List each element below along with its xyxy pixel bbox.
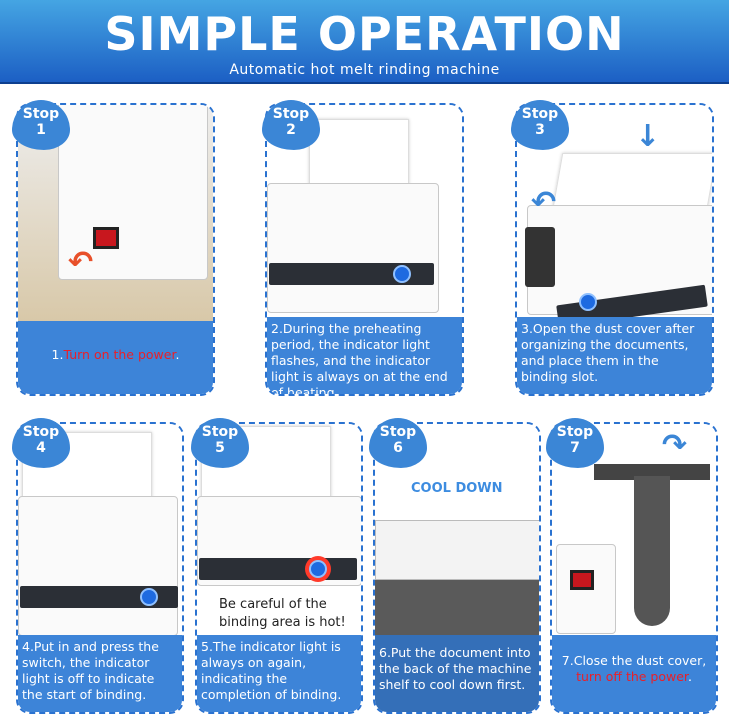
badge-number: 4 bbox=[36, 440, 46, 456]
cool-down-label: COOL DOWN bbox=[411, 481, 503, 496]
cover-arm bbox=[634, 476, 670, 626]
step-6-caption: 6.Put the document into the back of the … bbox=[375, 635, 539, 712]
badge-number: 6 bbox=[393, 440, 403, 456]
step-3-caption: 3.Open the dust cover after organizing t… bbox=[517, 317, 712, 394]
header-banner: SIMPLE OPERATION Automatic hot melt rind… bbox=[0, 0, 729, 84]
power-switch-icon bbox=[93, 227, 119, 249]
indicator-flash-icon bbox=[309, 560, 327, 578]
badge-number: 3 bbox=[535, 122, 545, 138]
caption-suffix: . bbox=[687, 669, 692, 684]
caption-highlight: Turn on the power bbox=[63, 347, 176, 362]
hot-warning-note: Be careful of the binding area is hot! bbox=[219, 597, 346, 630]
indicator-button-icon bbox=[579, 293, 597, 311]
control-strip bbox=[20, 586, 178, 608]
caption-prefix: 1. bbox=[51, 347, 64, 362]
paper-image bbox=[551, 153, 712, 213]
badge-number: 5 bbox=[215, 440, 225, 456]
step-2-panel: 2.During the preheating period, the indi… bbox=[265, 103, 464, 396]
step-5-caption: 5.The indicator light is always on again… bbox=[197, 635, 361, 712]
badge-word: Stop bbox=[22, 106, 60, 122]
machine-shelf bbox=[375, 520, 539, 580]
step-1-caption: 1.Turn on the power. bbox=[18, 321, 213, 394]
curved-arrow-icon: ↶ bbox=[531, 185, 557, 220]
caption-highlight: turn off the power bbox=[576, 669, 688, 684]
dust-cover bbox=[525, 227, 555, 287]
power-switch-icon bbox=[570, 570, 594, 590]
indicator-button-icon bbox=[140, 588, 158, 606]
machine-image bbox=[58, 105, 208, 280]
machine-side bbox=[556, 544, 616, 634]
down-arrow-icon: ↓ bbox=[635, 119, 661, 154]
curved-arrow-icon: ↷ bbox=[662, 428, 688, 463]
step-7-caption: 7.Close the dust cover, turn off the pow… bbox=[552, 635, 716, 712]
step-4-caption: 4.Put in and press the switch, the indic… bbox=[18, 635, 182, 712]
badge-word: Stop bbox=[22, 424, 60, 440]
machine-image bbox=[267, 183, 439, 313]
step-6-panel: COOL DOWN 6.Put the document into the ba… bbox=[373, 422, 541, 714]
machine-image bbox=[18, 496, 178, 636]
badge-word: Stop bbox=[379, 424, 417, 440]
page-subtitle: Automatic hot melt rinding machine bbox=[229, 62, 500, 78]
badge-word: Stop bbox=[556, 424, 594, 440]
step-3-panel: ↓ ↶ 3.Open the dust cover after organizi… bbox=[515, 103, 714, 396]
badge-number: 1 bbox=[36, 122, 46, 138]
caption-suffix: . bbox=[175, 347, 180, 362]
indicator-button-icon bbox=[393, 265, 411, 283]
badge-word: Stop bbox=[201, 424, 239, 440]
badge-number: 2 bbox=[286, 122, 296, 138]
curved-arrow-icon: ↶ bbox=[68, 245, 94, 280]
step-1-panel: ↶ 1.Turn on the power. bbox=[16, 103, 215, 396]
page-title: SIMPLE OPERATION bbox=[104, 7, 625, 61]
step-2-caption: 2.During the preheating period, the indi… bbox=[267, 317, 462, 394]
control-strip bbox=[269, 263, 434, 285]
control-strip bbox=[199, 558, 357, 580]
step-1-photo: ↶ bbox=[18, 105, 213, 323]
machine-base bbox=[375, 580, 539, 636]
paper-image bbox=[309, 119, 409, 193]
dust-cover bbox=[594, 464, 710, 480]
badge-word: Stop bbox=[521, 106, 559, 122]
badge-word: Stop bbox=[272, 106, 310, 122]
caption-prefix: 7.Close the dust cover, bbox=[561, 653, 707, 668]
badge-number: 7 bbox=[570, 440, 580, 456]
